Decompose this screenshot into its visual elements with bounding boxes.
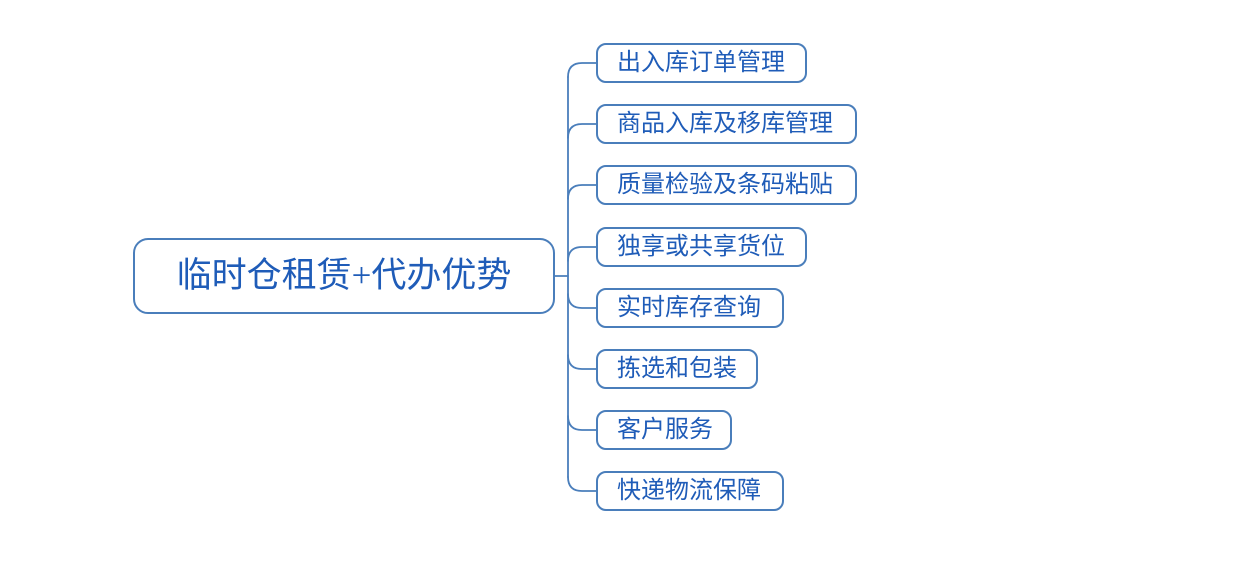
branch-line-8 bbox=[567, 476, 597, 492]
subtopic-node-inbound-relocation[interactable]: 商品入库及移库管理 bbox=[596, 104, 857, 144]
root-topic-node[interactable]: 临时仓租赁+代办优势 bbox=[133, 238, 555, 314]
subtopic-node-express-logistics[interactable]: 快递物流保障 bbox=[596, 471, 784, 511]
subtopic-label: 拣选和包装 bbox=[617, 356, 737, 382]
subtopic-node-realtime-inventory[interactable]: 实时库存查询 bbox=[596, 288, 784, 328]
branch-line-3 bbox=[567, 184, 597, 200]
subtopic-node-quality-barcode[interactable]: 质量检验及条码粘贴 bbox=[596, 165, 857, 205]
subtopic-label: 商品入库及移库管理 bbox=[617, 111, 833, 137]
branch-line-5 bbox=[567, 293, 597, 309]
subtopic-label: 客户服务 bbox=[617, 417, 713, 443]
subtopic-node-customer-service[interactable]: 客户服务 bbox=[596, 410, 732, 450]
subtopic-node-order-management[interactable]: 出入库订单管理 bbox=[596, 43, 807, 83]
subtopic-label: 实时库存查询 bbox=[617, 295, 761, 321]
subtopic-label: 独享或共享货位 bbox=[617, 234, 785, 260]
subtopic-label: 快递物流保障 bbox=[617, 478, 761, 504]
root-topic-label: 临时仓租赁+代办优势 bbox=[176, 256, 512, 295]
subtopic-node-picking-packing[interactable]: 拣选和包装 bbox=[596, 349, 758, 389]
branch-line-7 bbox=[567, 415, 597, 431]
branch-line-2 bbox=[567, 123, 597, 139]
subtopic-label: 出入库订单管理 bbox=[617, 50, 785, 76]
branch-line-1 bbox=[567, 62, 597, 78]
branch-line-4 bbox=[567, 246, 597, 262]
subtopic-label: 质量检验及条码粘贴 bbox=[617, 172, 833, 198]
branch-line-6 bbox=[567, 354, 597, 370]
subtopic-node-exclusive-shared-slots[interactable]: 独享或共享货位 bbox=[596, 227, 807, 267]
